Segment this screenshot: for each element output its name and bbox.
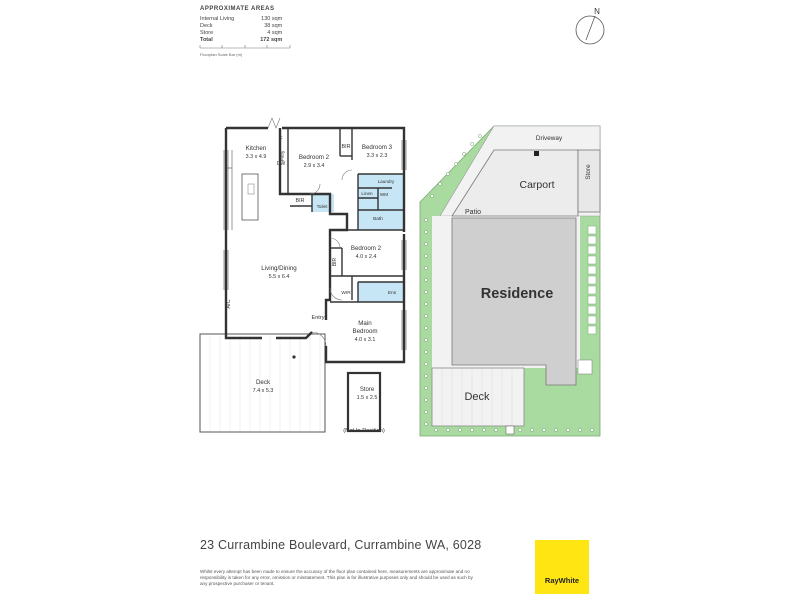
site-label-carport: Carport [519,179,554,191]
scale-bar [199,45,291,49]
area-label: Store [200,30,214,36]
label-laundry: Laundry [378,179,395,184]
label-ensuite: Ens [388,290,397,296]
label-toilet: Toilet [317,204,328,209]
area-total-label: Total [200,37,213,43]
approximate-areas: APPROXIMATE AREAS Internal Living 130 sqm… [200,6,282,44]
area-value: 130 sqm [261,16,283,22]
kitchen-sink [247,183,255,195]
residence-footprint [451,217,577,386]
label-entry: Entry [311,315,324,321]
room-dims-bedroom2-mid: 4.0 x 2.4 [356,254,377,260]
site-label-residence: Residence [481,286,554,302]
areas-heading: APPROXIMATE AREAS [200,6,275,12]
compass-north-label: N [594,7,600,16]
door-swings [267,117,353,347]
label-washing-machine: WM [380,192,388,197]
room-dims-main-bedroom: 4.0 x 3.1 [355,337,376,343]
disclaimer-text: Whilst every attempt has been made to en… [200,569,473,586]
property-address: 23 Currambine Boulevard, Currambine WA, … [200,538,482,552]
room-label-main-bedroom-line2: Bedroom [352,328,377,335]
site-label-deck: Deck [464,391,490,403]
areas-row: Deck 38 sqm [200,23,282,30]
label-bir-bedroom3: BIR [342,144,351,150]
deck-boards [209,335,321,431]
area-label: Deck [200,23,213,29]
area-value: 38 sqm [264,23,283,29]
room-label-living: Living/Dining [261,265,297,272]
water-tank [577,359,593,375]
compass: N [575,7,605,45]
areas-table: Internal Living 130 sqm Deck 38 sqm Store 4… [200,16,282,44]
room-dims-kitchen: 3.3 x 4.9 [246,154,267,160]
laundry-bath-wet-area [358,174,404,230]
interior-walls [287,128,404,303]
label-bir-bedroom2: BIR [296,198,305,204]
ensuite-wet-area [358,282,404,302]
boundary-hedge [424,134,594,432]
label-walk-in-robe: WIR [341,290,351,296]
scale-bar-label: Floorplan Scale Bar (m) [200,52,243,57]
room-label-kitchen: Kitchen [246,145,267,152]
kitchen-island [241,173,259,221]
room-dims-store: 1.5 x 2.5 [357,395,378,401]
label-dishwasher: DW [277,161,286,167]
site-deck [431,367,525,427]
room-dims-deck: 7.4 x 5.3 [253,388,274,394]
floor-plan: Kitchen 3.3 x 4.9 Bedroom 2 2.9 x 3.4 Be… [199,117,407,434]
room-dims-bedroom3: 3.3 x 2.3 [367,153,388,159]
deck-area [199,333,326,433]
site-deck-boards [441,369,513,425]
room-label-main-bedroom-line1: Main [358,320,372,327]
site-label-store: Store [585,164,592,180]
deck-post [292,355,296,359]
room-dims-living: 5.5 x 6.4 [269,274,290,280]
area-total-value: 172 sqm [260,37,283,43]
raywhite-logo: RayWhite [535,540,589,594]
compass-ring [575,15,605,45]
compass-needle [585,15,596,41]
site-label-driveway: Driveway [536,135,563,142]
site-label-patio: Patio [465,209,481,216]
store-room [346,371,382,433]
area-value: 4 sqm [267,30,283,36]
site-plan: Driveway Carport Store Patio Residence D… [419,125,601,437]
site-gate [505,425,515,435]
room-label-bedroom3: Bedroom 3 [362,144,393,151]
raywhite-logo-text: RayWhite [544,576,580,585]
carport-slab [451,149,579,217]
label-air-conditioner: A/C [226,299,232,308]
room-label-bedroom2-mid: Bedroom 2 [351,245,382,252]
areas-row: Store 4 sqm [200,30,282,37]
areas-total-row: Total 172 sqm [200,37,282,44]
carport-post [534,151,539,156]
room-label-store: Store [360,387,375,393]
side-paving-blocks [587,225,597,335]
label-pantry: Pntry [280,150,285,161]
room-dims-bedroom2-top: 2.9 x 3.4 [304,163,325,169]
windows [223,140,407,350]
label-fridge: F [279,136,283,142]
store-position-note: (Not In Position) [343,428,385,434]
label-bir-bedroom2-mid: BIR [332,257,338,266]
toilet-wet-area [312,194,334,212]
label-bath: Bath [373,216,383,222]
areas-row: Internal Living 130 sqm [200,16,282,23]
store-slab [577,149,601,213]
area-label: Internal Living [200,16,235,22]
room-label-bedroom2-top: Bedroom 2 [299,154,330,161]
room-label-deck: Deck [256,379,271,386]
label-linen: Linen [361,191,373,196]
